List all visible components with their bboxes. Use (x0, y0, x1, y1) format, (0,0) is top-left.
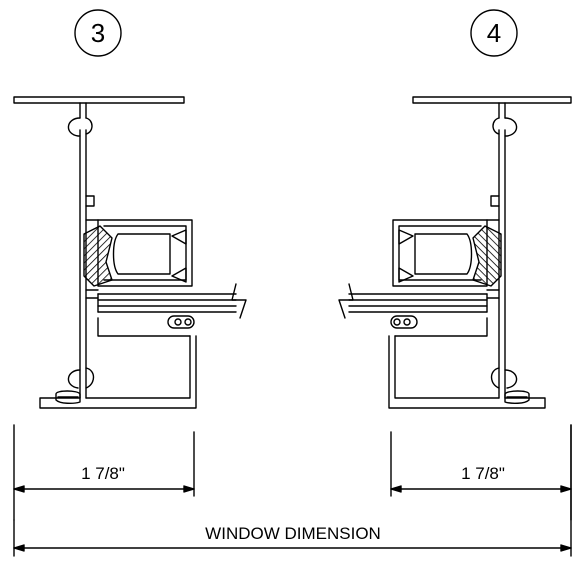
glass-pane (338, 283, 488, 319)
setting-block (97, 315, 195, 337)
detail-number: 4 (487, 18, 501, 48)
dimension-1-7-8-left: 1 7/8" (13, 424, 195, 521)
detail-3: 3 (13, 9, 247, 521)
detail-callout-circle (470, 9, 518, 57)
glazing-bead (392, 219, 488, 287)
frame-profile (13, 96, 197, 409)
detail-callout-circle (74, 9, 122, 57)
overall-dimension-label: WINDOW DIMENSION (205, 524, 381, 543)
glazing-bead (97, 219, 193, 287)
frame-profile (388, 96, 572, 409)
glazing-gasket (83, 225, 113, 287)
overall-dimension: WINDOW DIMENSION (13, 424, 572, 557)
dimension-label: 1 7/8" (81, 464, 125, 483)
setting-block (390, 315, 488, 337)
glass-pane (97, 283, 247, 319)
dimension-label: 1 7/8" (461, 464, 505, 483)
detail-4: 4 (338, 9, 572, 521)
detail-number: 3 (91, 18, 105, 48)
glazing-gasket (472, 225, 502, 287)
